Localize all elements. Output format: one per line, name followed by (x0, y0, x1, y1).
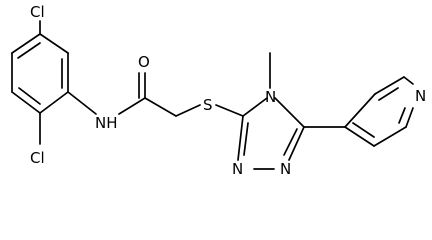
bond (344, 126, 375, 147)
oxygen-label: O (138, 53, 150, 71)
double-bond (283, 128, 298, 156)
aromatic-bond (18, 87, 41, 105)
aromatic-bond (352, 122, 375, 138)
bond (11, 33, 41, 54)
aromatic-bond (378, 87, 399, 101)
triazole-nitrogen-right-label: N (280, 160, 291, 178)
bond (288, 126, 305, 161)
chlorine-label-top: Cl (30, 3, 45, 21)
bond (344, 93, 376, 128)
chemical-structure-diagram: Cl Cl NH O S N N N N (11, 3, 427, 178)
double-bond (243, 122, 249, 156)
bond (39, 91, 69, 114)
bond (403, 76, 414, 85)
bond (175, 104, 201, 117)
atom-labels: Cl Cl NH O S N N N N (30, 3, 426, 178)
triazole-nitrogen-left-label: N (232, 160, 243, 178)
bond (274, 97, 305, 128)
aromatic-bond (398, 107, 406, 124)
chlorine-label-bottom: Cl (30, 149, 45, 167)
bond (67, 91, 97, 115)
bond (118, 97, 146, 115)
aromatic-bond (17, 42, 41, 59)
bond (374, 76, 405, 95)
dichlorophenyl-ring (11, 33, 69, 114)
molecule-svg: Cl Cl NH O S N N N N (11, 3, 426, 178)
bond (237, 115, 244, 161)
bond (373, 126, 407, 147)
bond (11, 91, 41, 114)
bond (144, 97, 177, 117)
pyridine-ring (344, 76, 414, 147)
bond (405, 107, 414, 128)
sulfur-label: S (203, 96, 213, 114)
methyl-nitrogen-label: N (265, 88, 276, 106)
triazole-ring (237, 97, 305, 170)
bond (215, 104, 244, 117)
bond (39, 33, 69, 54)
pyridine-nitrogen-label: N (415, 87, 426, 105)
amide-nh-label: NH (95, 114, 118, 132)
bond (242, 97, 268, 117)
